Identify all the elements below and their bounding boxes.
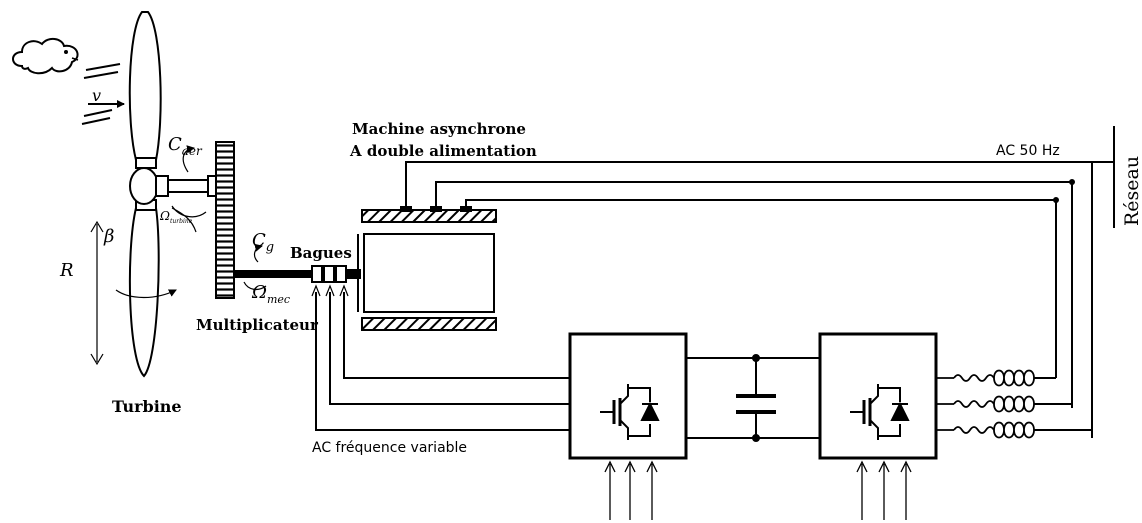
rotor-side-converter bbox=[568, 332, 688, 460]
stator-grid-connections bbox=[405, 161, 1092, 208]
dc-link bbox=[686, 354, 822, 442]
multiplicateur-label: Multiplicateur bbox=[196, 316, 319, 334]
wind-icon bbox=[81, 63, 125, 125]
beta-label: β bbox=[103, 226, 114, 247]
slip-rings bbox=[311, 265, 361, 283]
bagues-label: Bagues bbox=[290, 244, 352, 262]
high-speed-shaft bbox=[234, 270, 314, 278]
radius-dimension bbox=[90, 220, 104, 366]
capacitor-icon bbox=[736, 394, 776, 414]
resistor-icon bbox=[953, 374, 995, 434]
machine-label-line2: A double alimentation bbox=[349, 142, 537, 160]
stator-bottom bbox=[361, 317, 497, 331]
omega-turbine-label: Ωturbine bbox=[159, 209, 193, 225]
wind-speed-label: v bbox=[92, 86, 101, 105]
stator-top bbox=[361, 209, 497, 223]
control-inputs-rsc bbox=[604, 460, 658, 520]
control-inputs-gsc bbox=[856, 460, 912, 520]
torque-aer-arrow bbox=[182, 145, 195, 173]
igbt-diode-icon bbox=[850, 384, 910, 440]
caer-label: Caer bbox=[168, 134, 203, 158]
torque-g-arrow bbox=[253, 243, 263, 263]
grid-filter bbox=[936, 369, 1092, 439]
cg-label: Cg bbox=[252, 230, 274, 255]
turbine-label: Turbine bbox=[112, 397, 182, 416]
omega-mec-arrow bbox=[243, 281, 267, 291]
reseau-label: Réseau bbox=[1121, 156, 1142, 226]
gearbox-multiplicateur bbox=[215, 141, 235, 299]
grid-side-converter bbox=[818, 332, 938, 460]
igbt-diode-icon bbox=[600, 384, 660, 440]
radius-label: R bbox=[59, 260, 74, 281]
ac-50hz-label: AC 50 Hz bbox=[996, 143, 1060, 159]
shaft-coupling bbox=[207, 175, 217, 197]
omega-mec-label: Ωmec bbox=[251, 282, 290, 306]
omega-turbine-arrow bbox=[171, 205, 207, 218]
turbine-rotor bbox=[128, 11, 169, 378]
cloud-icon bbox=[12, 38, 79, 75]
rotor-block bbox=[363, 233, 495, 313]
ac-variable-label: AC fréquence variable bbox=[312, 440, 467, 456]
rotor-converter-wiring bbox=[315, 292, 572, 431]
slip-ring-arrows bbox=[311, 284, 349, 297]
machine-label-line1: Machine asynchrone bbox=[352, 120, 526, 138]
stator-terminals bbox=[400, 206, 472, 212]
inductor-icon bbox=[993, 369, 1035, 439]
